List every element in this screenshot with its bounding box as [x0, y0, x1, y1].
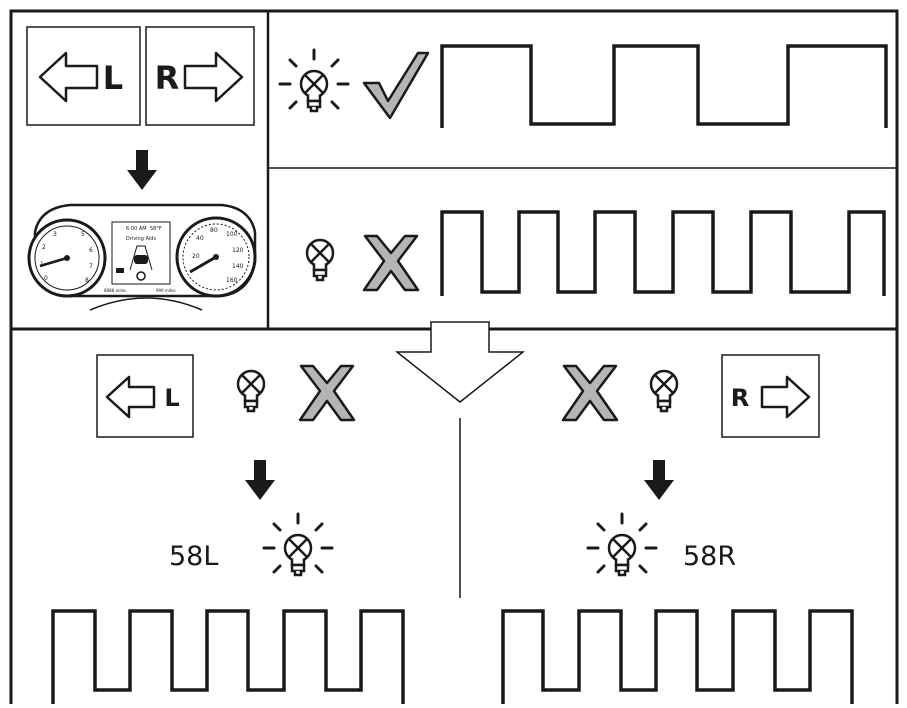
svg-text:7: 7: [89, 263, 93, 270]
svg-text:160: 160: [226, 277, 238, 284]
cluster-temp: 58°F: [150, 226, 162, 232]
svg-text:0: 0: [44, 275, 48, 282]
svg-text:6: 6: [89, 247, 93, 254]
tachometer-gauge: 2 3 5 6 7 1 0 8: [27, 218, 107, 298]
cluster-center-text: Driving Aids: [126, 236, 157, 242]
right-code: 58R: [683, 541, 736, 572]
cluster-odo-left: 8888 miles: [104, 288, 126, 293]
svg-text:100: 100: [226, 231, 238, 238]
right-turn-indicator: R: [145, 26, 255, 126]
svg-text:140: 140: [232, 263, 244, 270]
fast-square-wave: [440, 210, 886, 296]
branch-down-arrow-icon: [394, 321, 526, 403]
left-fast-square-wave: [51, 609, 405, 708]
left-button: L: [96, 354, 194, 438]
svg-text:8: 8: [85, 277, 89, 284]
down-arrow-icon: [245, 460, 275, 500]
left-branch: L 58L: [51, 354, 405, 708]
right-arrow-icon: [760, 375, 811, 419]
lit-bulb-icon: [586, 512, 658, 577]
instrument-cluster: 2 3 5 6 7 1 0 8 40 80 100 120 140 160 20…: [27, 203, 257, 311]
right-fast-square-wave: [501, 609, 854, 708]
left-turn-indicator: L: [26, 26, 141, 126]
dark-bulb-icon: [305, 238, 335, 282]
right-button: R: [721, 354, 820, 438]
speedometer-gauge: 40 80 100 120 140 160 20: [175, 216, 257, 298]
lit-bulb-icon: [262, 512, 334, 577]
left-arrow-icon: [38, 51, 99, 103]
svg-text:20: 20: [192, 253, 200, 260]
svg-text:120: 120: [232, 247, 244, 254]
lit-bulb-icon: [278, 48, 350, 113]
x-mark-icon: [298, 364, 356, 422]
cluster-odo-right: 999 miles: [156, 288, 176, 293]
svg-text:5: 5: [81, 231, 85, 238]
svg-text:40: 40: [196, 235, 204, 242]
row-normal-flash: [278, 44, 888, 128]
svg-text:80: 80: [210, 227, 218, 234]
left-code: 58L: [169, 541, 218, 572]
right-arrow-icon: [183, 51, 244, 103]
dark-bulb-icon: [649, 369, 679, 413]
cluster-clock: 6:00 AM: [126, 226, 147, 232]
svg-text:1: 1: [40, 261, 44, 268]
left-label: L: [103, 59, 123, 97]
check-icon: [362, 51, 430, 120]
right-branch: R 58R: [501, 354, 854, 708]
x-mark-icon: [561, 364, 619, 422]
right-button-label: R: [731, 384, 749, 412]
right-label: R: [155, 59, 180, 97]
row-fast-flash: [305, 210, 886, 296]
frame: [9, 9, 899, 708]
down-arrow-icon: [127, 150, 157, 190]
x-mark-icon: [362, 234, 420, 292]
dark-bulb-icon: [236, 369, 266, 413]
left-button-label: L: [164, 384, 179, 412]
cluster-center-display: 6:00 AM 58°F Driving Aids 8888 miles 999…: [104, 221, 176, 293]
svg-text:3: 3: [53, 231, 57, 238]
svg-text:2: 2: [42, 244, 46, 251]
down-arrow-icon: [644, 460, 674, 500]
slow-square-wave: [440, 44, 888, 128]
left-arrow-icon: [105, 375, 156, 419]
